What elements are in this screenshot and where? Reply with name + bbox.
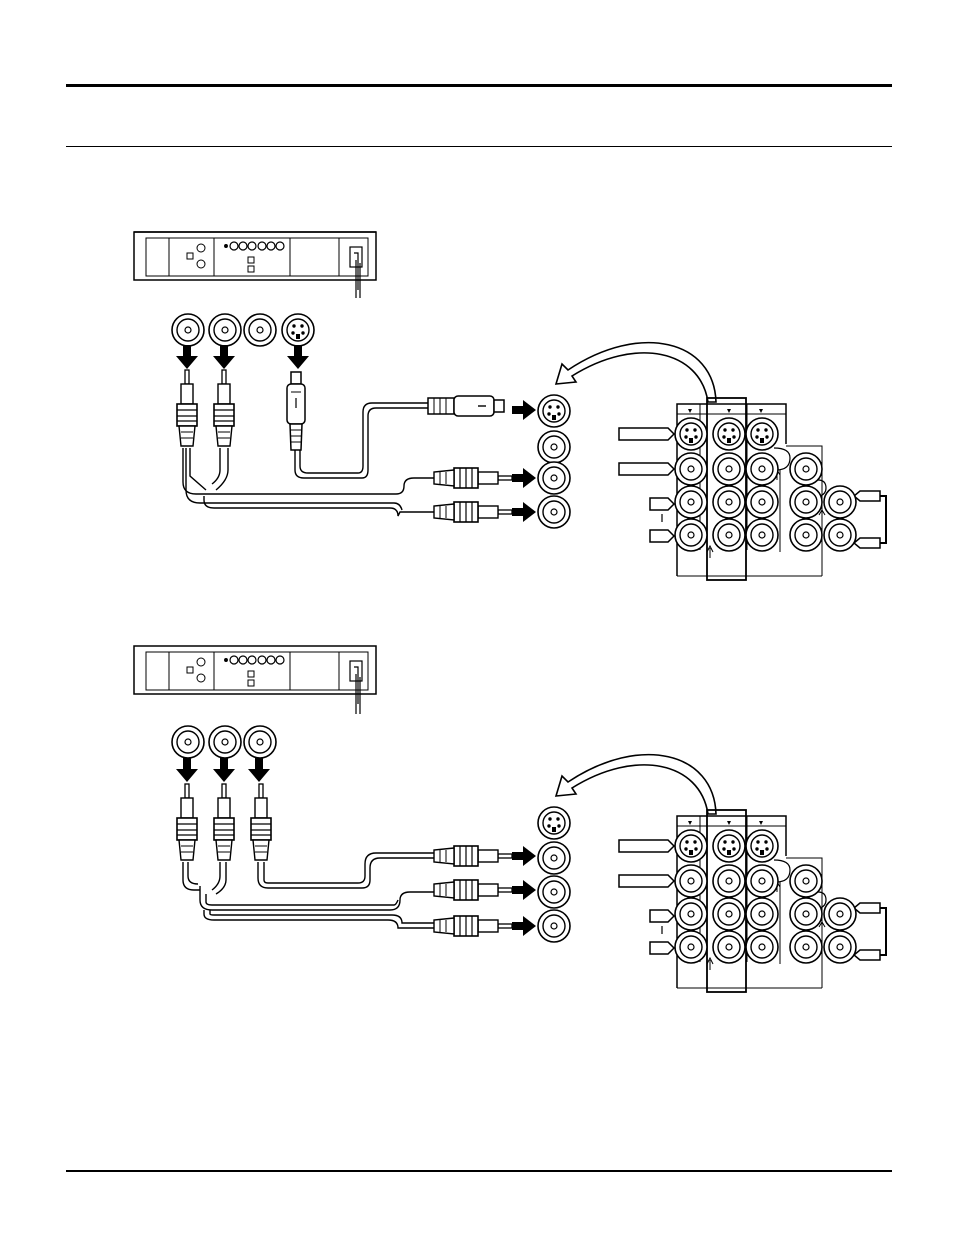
arrow-right-icon — [512, 400, 536, 420]
tv-audio-left-input-jack — [538, 462, 570, 494]
arrow-down-icon — [176, 345, 198, 369]
rca-plug-icon — [177, 784, 197, 860]
rca-plug-icon — [434, 502, 512, 522]
rca-plug-icon — [214, 370, 234, 446]
tv-video-input-jack — [538, 431, 570, 463]
tv-audio-left-input-jack — [538, 876, 570, 908]
source-audio-left-jack — [172, 726, 204, 758]
curved-arrow-icon — [556, 755, 716, 814]
curved-arrow-icon — [556, 343, 716, 402]
tv-audio-right-input-jack — [538, 496, 570, 528]
source-video-jack — [244, 726, 276, 758]
arrow-right-icon — [512, 846, 536, 866]
tv-svideo-input-jack — [538, 807, 570, 839]
arrow-down-icon — [213, 758, 235, 782]
s-video-plug-icon — [287, 372, 305, 450]
header-rule-bottom — [66, 146, 892, 147]
tv-svideo-input-jack — [538, 395, 570, 427]
arrow-down-icon — [248, 758, 270, 782]
rca-plug-icon — [434, 468, 512, 488]
arrow-right-icon — [512, 916, 536, 936]
rca-plug-icon — [434, 880, 512, 900]
rca-plug-icon — [214, 784, 234, 860]
rca-plug-icon — [434, 846, 512, 866]
svideo-connection-diagram — [0, 220, 954, 610]
s-video-plug-icon — [428, 396, 504, 416]
arrow-down-icon — [287, 345, 309, 369]
arrow-down-icon — [176, 758, 198, 782]
composite-connection-diagram — [0, 636, 954, 1016]
tv-video-input-jack — [538, 842, 570, 874]
arrow-right-icon — [512, 502, 536, 522]
vcr-device-1 — [134, 232, 376, 298]
vcr-device-2 — [134, 646, 376, 714]
tv-jack-grid-1 — [675, 418, 856, 551]
source-video-jack — [244, 314, 276, 346]
footer-rule — [66, 1170, 892, 1172]
tv-audio-right-input-jack — [538, 910, 570, 942]
rca-plug-icon — [251, 784, 271, 860]
arrow-right-icon — [512, 468, 536, 488]
arrow-down-icon — [213, 345, 235, 369]
source-audio-right-jack — [209, 314, 241, 346]
tv-jack-grid-2 — [675, 830, 856, 963]
source-svideo-jack — [282, 314, 314, 346]
rca-plug-icon — [177, 370, 197, 446]
source-audio-right-jack — [209, 726, 241, 758]
source-audio-left-jack — [172, 314, 204, 346]
header-rule-top — [66, 84, 892, 87]
rca-plug-icon — [434, 916, 512, 936]
arrow-right-icon — [512, 880, 536, 900]
